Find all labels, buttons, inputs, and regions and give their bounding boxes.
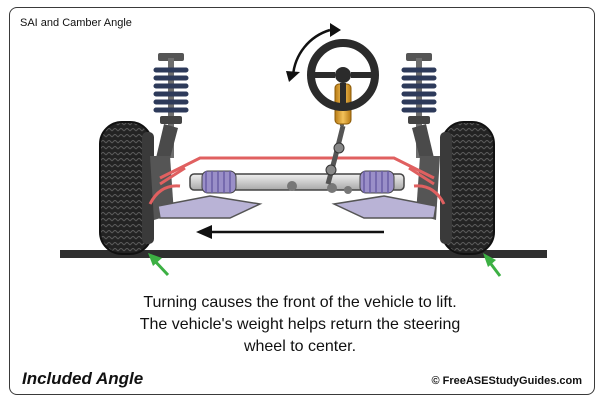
right-tire: [440, 121, 495, 255]
suspension-illustration: [60, 23, 547, 277]
diagram-caption: Turning causes the front of the vehicle …: [110, 292, 490, 358]
copyright-credit: © FreeASEStudyGuides.com: [431, 375, 582, 387]
caption-line-2: The vehicle's weight helps return the st…: [139, 316, 461, 333]
tie-rod-linkage: [148, 156, 446, 205]
diagram-corner-label: SAI and Camber Angle: [20, 17, 132, 29]
left-control-arm: [157, 195, 263, 219]
steering-column: [325, 83, 352, 185]
right-strut-assembly: [401, 53, 440, 220]
caption-line-3: wheel to center.: [243, 338, 357, 355]
steering-wheel: [307, 39, 379, 111]
left-tire: [99, 121, 154, 255]
footer-title: Included Angle: [22, 369, 144, 388]
camber-pointer-icon: [148, 253, 502, 277]
left-arrow-icon: [196, 225, 384, 239]
ground-line: [60, 250, 547, 258]
steering-rack: [189, 170, 405, 194]
caption-line-1: Turning causes the front of the vehicle …: [143, 294, 457, 311]
right-control-arm: [331, 195, 437, 219]
diagram-frame: SAI and Camber Angle: [9, 7, 595, 395]
rotation-arrow-icon: [286, 23, 341, 82]
